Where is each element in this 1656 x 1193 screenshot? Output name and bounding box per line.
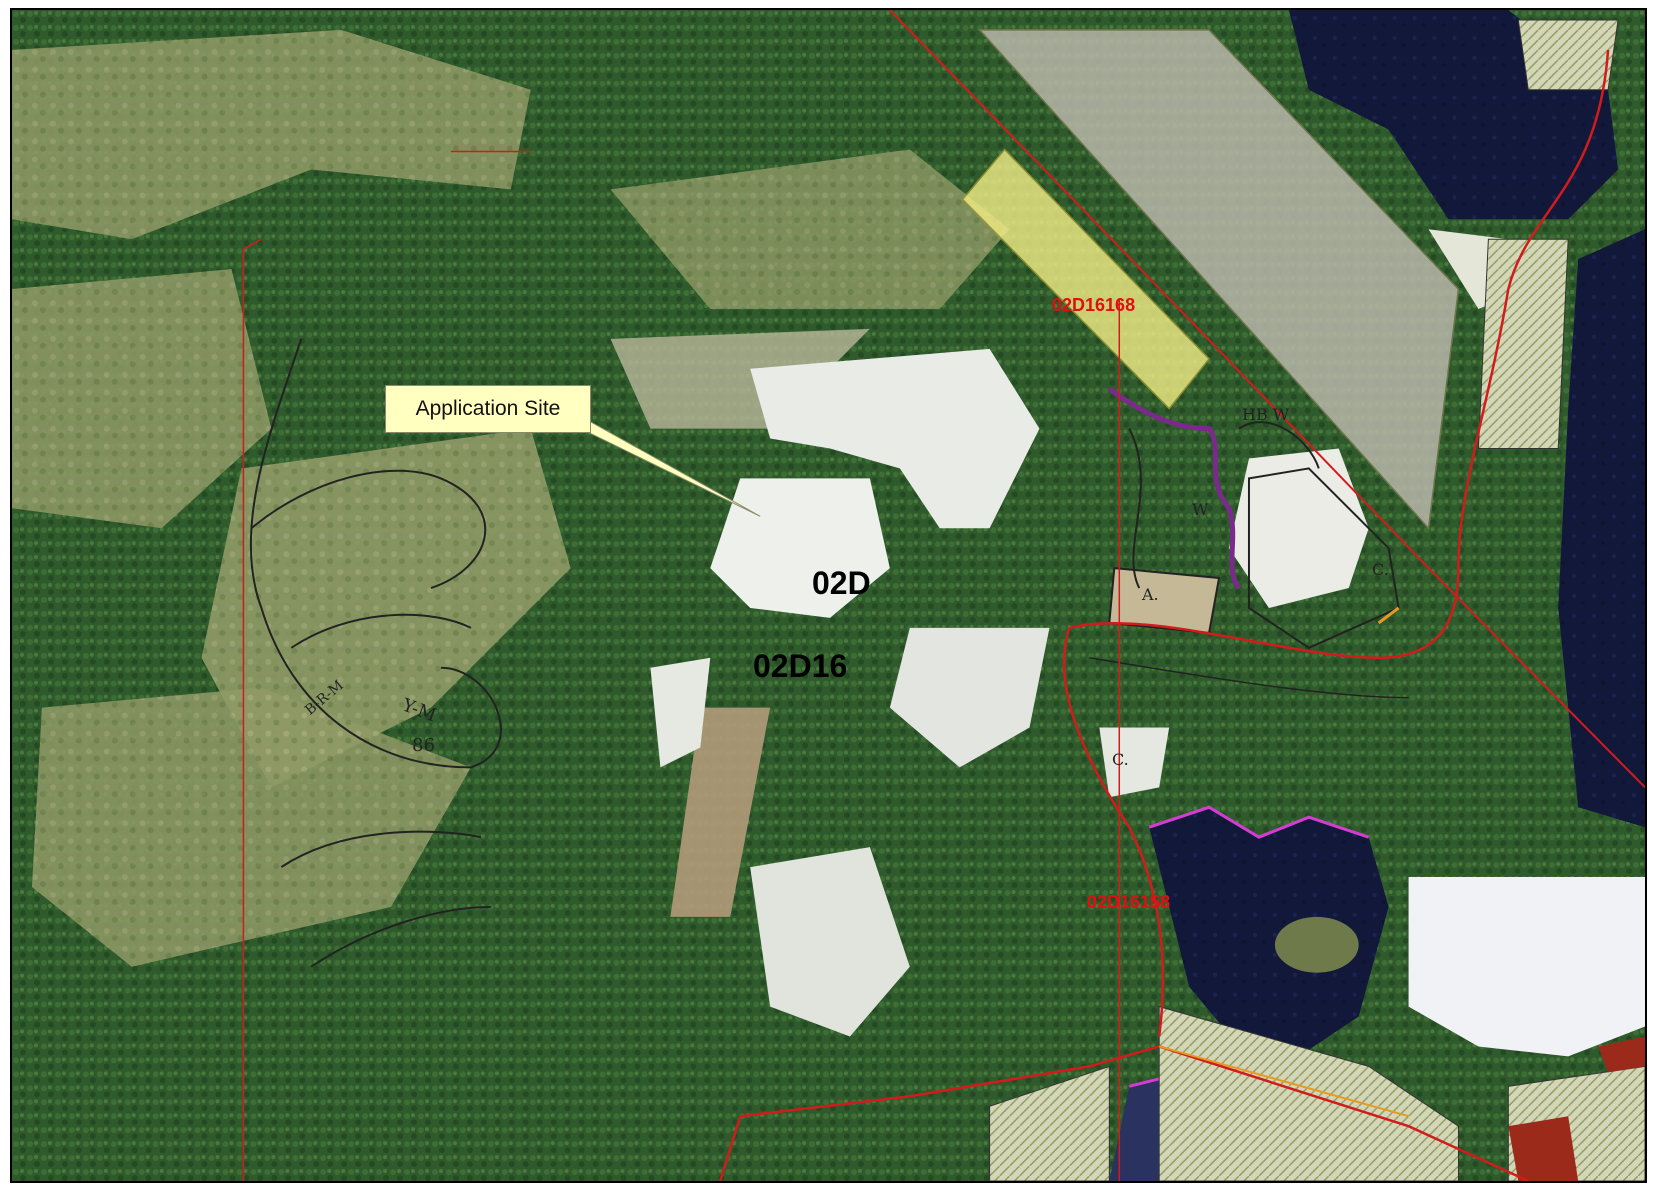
application-site-callout: Application Site — [385, 385, 591, 433]
callout-text: Application Site — [415, 397, 561, 420]
note-c1: C. — [1372, 560, 1389, 579]
parcel-label-02D16158: 02D16158 — [1087, 892, 1171, 912]
aerial-photo — [12, 10, 1645, 1181]
zone-label: 02D — [812, 565, 871, 601]
note-c2: C. — [1112, 750, 1129, 769]
note-hb-w: HB W — [1242, 405, 1290, 424]
map-frame[interactable]: HB W W A. C. C. Y-M 86 B-R-M 02D 02D16 0… — [10, 8, 1647, 1183]
note-year: 86 — [412, 735, 435, 756]
note-t-w: W — [1192, 500, 1209, 519]
subzone-label: 02D16 — [753, 648, 848, 684]
note-a: A. — [1142, 585, 1159, 604]
parcel-label-02D16168: 02D16168 — [1052, 295, 1136, 315]
